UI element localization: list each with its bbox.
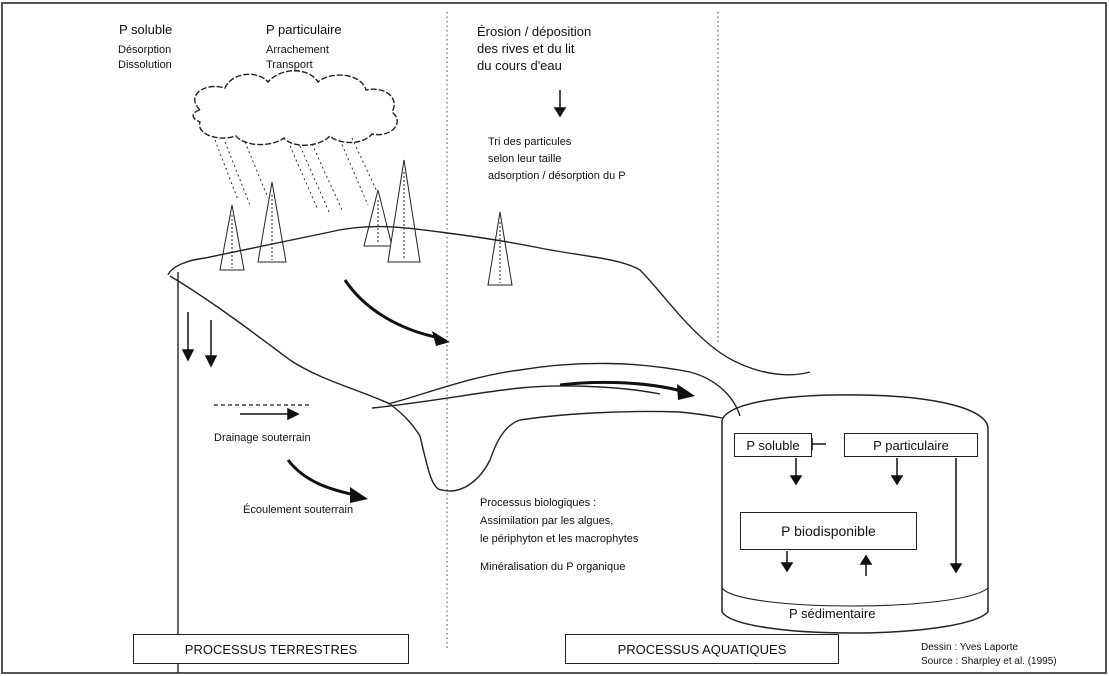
erosion-line-3: du cours d'eau bbox=[477, 58, 562, 73]
tri-line-3: adsorption / désorption du P bbox=[488, 170, 626, 182]
p-particulaire-box: P particulaire bbox=[844, 433, 978, 457]
drainage-label: Drainage souterrain bbox=[214, 432, 311, 444]
processus-aquatiques-box: PROCESSUS AQUATIQUES bbox=[565, 634, 839, 664]
arrow-heads bbox=[350, 331, 695, 503]
bio-line-1: Processus biologiques : bbox=[480, 497, 597, 509]
processus-terrestres-box: PROCESSUS TERRESTRES bbox=[133, 634, 409, 664]
tree-icon bbox=[219, 159, 513, 286]
surface-runoff-arrow bbox=[343, 279, 441, 340]
tri-line-1: Tri des particules bbox=[488, 136, 572, 148]
groundwater-flow-arrow bbox=[286, 459, 361, 498]
cloud-icon bbox=[192, 70, 398, 146]
transport-label: Transport bbox=[266, 59, 313, 71]
tri-line-2: selon leur taille bbox=[488, 153, 562, 165]
p-particulaire-heading: P particulaire bbox=[266, 22, 342, 37]
bio-line-2: Assimilation par les algues, bbox=[480, 515, 614, 527]
desorption-label: Désorption bbox=[118, 44, 172, 56]
reservoir-cylinder bbox=[721, 394, 989, 634]
terrain-block bbox=[167, 225, 811, 673]
river-flow-arrow bbox=[559, 380, 686, 394]
dissolution-label: Dissolution bbox=[118, 59, 172, 71]
flow-arrows bbox=[286, 279, 686, 498]
p-sedimentaire-label: P sédimentaire bbox=[789, 606, 876, 621]
erosion-line-2: des rives et du lit bbox=[477, 41, 575, 56]
mineralisation-label: Minéralisation du P organique bbox=[480, 561, 626, 573]
p-biodisponible-box: P biodisponible bbox=[740, 512, 917, 550]
p-soluble-heading: P soluble bbox=[119, 22, 173, 37]
ecoulement-label: Écoulement souterrain bbox=[243, 504, 354, 516]
credit-dessin: Dessin : Yves Laporte bbox=[921, 642, 1019, 653]
credit-source: Source : Sharpley et al. (1995) bbox=[921, 656, 1057, 667]
p-soluble-box: P soluble bbox=[734, 433, 812, 457]
arrachement-label: Arrachement bbox=[266, 44, 329, 56]
bio-line-3: le périphyton et les macrophytes bbox=[480, 533, 639, 545]
erosion-line-1: Érosion / déposition bbox=[477, 24, 592, 39]
rain-icon bbox=[214, 137, 381, 215]
